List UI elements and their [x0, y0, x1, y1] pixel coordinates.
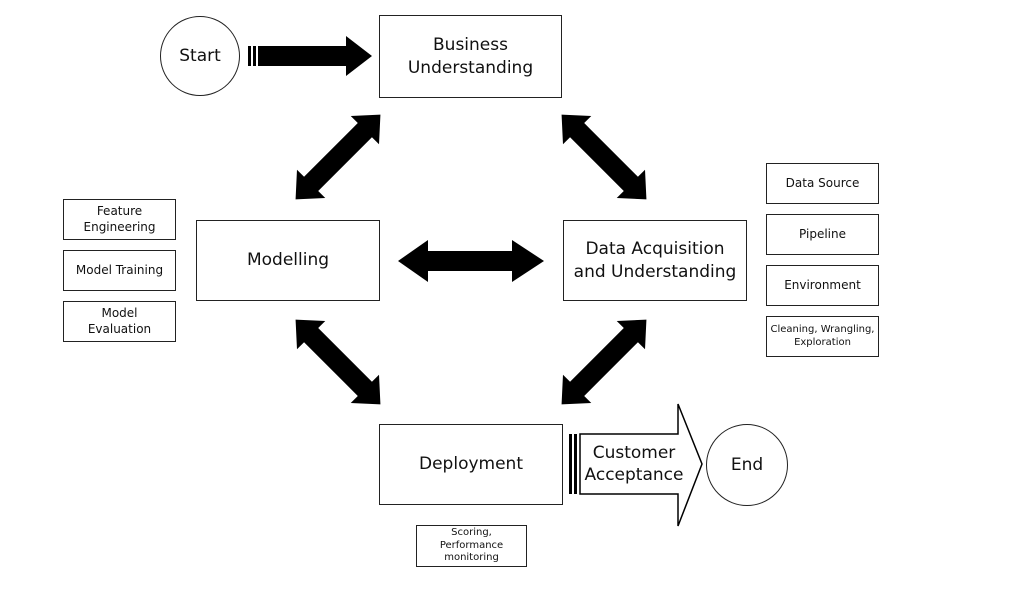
modelling-task-label: Model Training [75, 262, 164, 277]
data-task-label: Environment [784, 277, 861, 292]
deployment-task-scoring: Scoring, Performance monitoring [416, 525, 527, 567]
customer-acceptance-label-wrap: Customer Acceptance [580, 434, 688, 494]
business-understanding-box: Business Understanding [379, 15, 562, 98]
data-task-label: Pipeline [799, 226, 846, 241]
business-data-arrow [561, 114, 647, 200]
modelling-task-label: Model Evaluation [87, 305, 152, 336]
modelling-task-model-evaluation: Model Evaluation [63, 301, 176, 342]
modelling-data-arrow [398, 240, 544, 282]
modelling-task-feature-engineering: Feature Engineering [63, 199, 176, 240]
data-task-pipeline: Pipeline [766, 214, 879, 255]
business-understanding-label: Business Understanding [407, 35, 534, 78]
end-label: End [730, 455, 764, 475]
data-task-environment: Environment [766, 265, 879, 306]
start-to-business-arrow [248, 36, 372, 76]
data-task-cleaning: Cleaning, Wrangling, Exploration [766, 316, 879, 357]
modelling-task-model-training: Model Training [63, 250, 176, 291]
data-task-data-source: Data Source [766, 163, 879, 204]
data-acquisition-label: Data Acquisition and Understanding [573, 239, 737, 282]
data-deployment-arrow [561, 319, 647, 405]
modelling-label: Modelling [246, 250, 330, 271]
start-label: Start [179, 46, 221, 66]
end-node: End [706, 424, 788, 506]
data-task-label: Data Source [785, 175, 860, 190]
customer-acceptance-label: Customer Acceptance [584, 442, 684, 485]
start-node: Start [160, 16, 240, 96]
data-task-label: Cleaning, Wrangling, Exploration [770, 324, 875, 348]
deployment-label: Deployment [419, 454, 523, 475]
data-acquisition-box: Data Acquisition and Understanding [563, 220, 747, 301]
deployment-task-label: Scoring, Performance monitoring [439, 527, 504, 564]
business-modelling-arrow [295, 114, 381, 200]
modelling-box: Modelling [196, 220, 380, 301]
modelling-deployment-arrow [295, 319, 381, 405]
deployment-box: Deployment [379, 424, 563, 505]
modelling-task-label: Feature Engineering [83, 203, 156, 234]
customer-acceptance-arrow [569, 403, 703, 527]
